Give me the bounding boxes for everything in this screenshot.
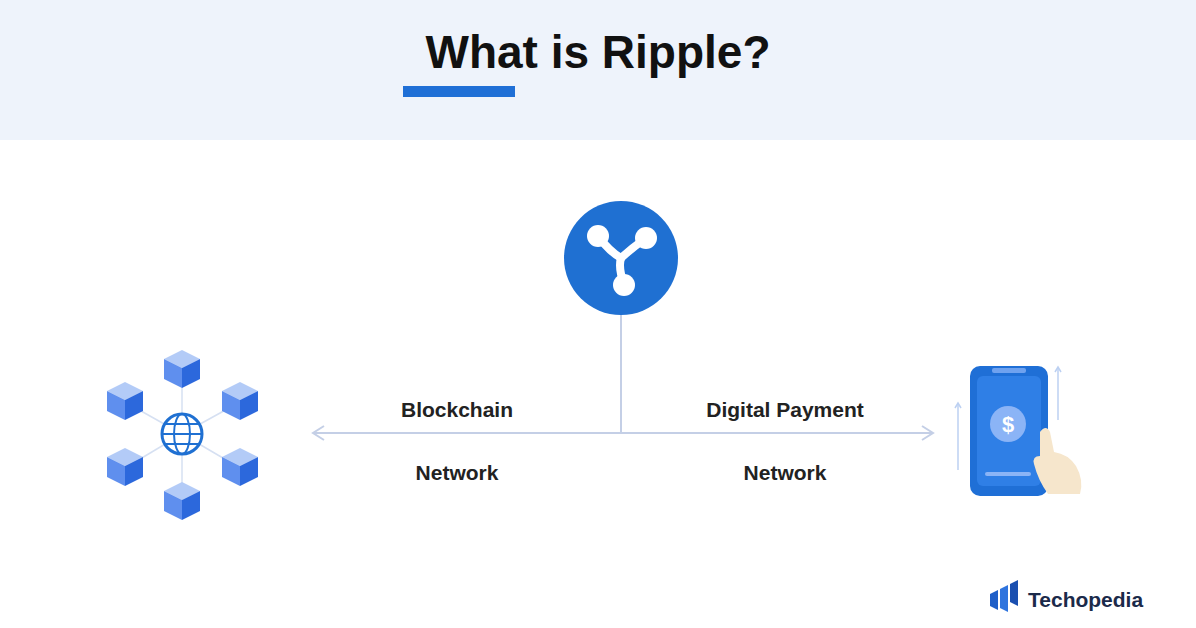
- title-underline: [403, 86, 515, 97]
- branch-label: Network: [744, 461, 827, 485]
- branch-label: Network: [416, 461, 499, 485]
- diagram-title: What is Ripple?: [426, 25, 771, 79]
- blockchain-illustration: [107, 350, 258, 520]
- ripple-logo: [564, 201, 678, 315]
- brand-watermark: Techopedia: [1028, 588, 1143, 612]
- branch-label: Blockchain: [401, 398, 513, 422]
- header-band: [0, 0, 1196, 140]
- phone-illustration: [955, 366, 1081, 496]
- brand-icon: [990, 580, 1018, 612]
- currency-symbol: $: [1002, 412, 1014, 438]
- branch-lines: [313, 315, 933, 440]
- branch-label: Digital Payment: [706, 398, 864, 422]
